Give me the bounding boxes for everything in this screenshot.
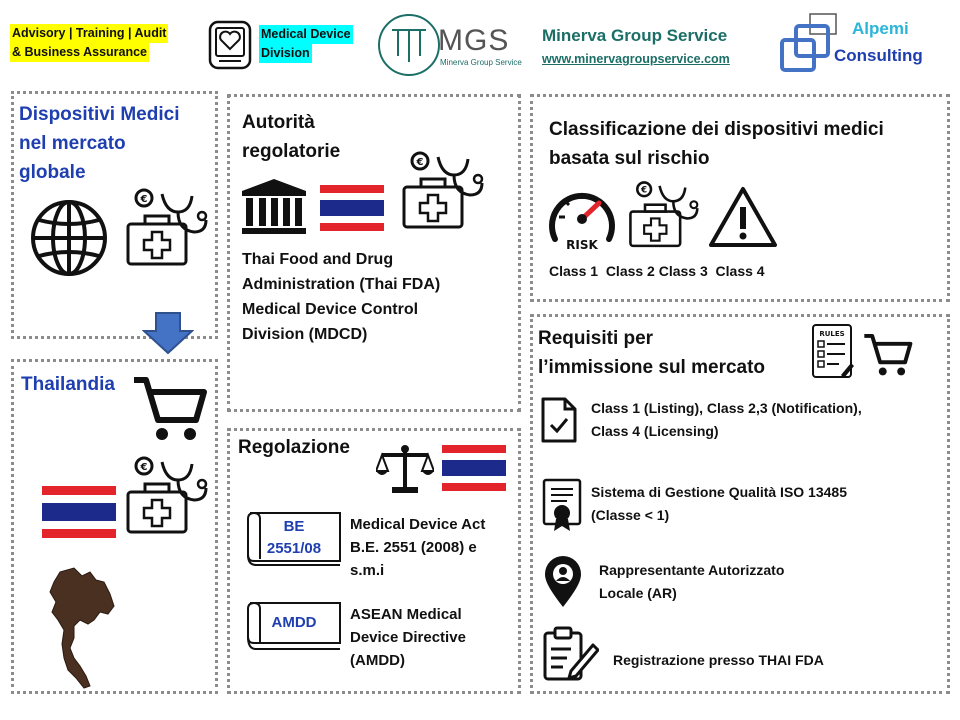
partner-line1: Alpemi [852,19,909,38]
logo-letters: MGS [438,24,510,57]
advisory-tag-line1: Advisory | Training | Audit [10,24,169,43]
authority-text-line3: Medical Device Control [242,301,419,318]
partner-line2: Consulting [834,46,923,65]
authority-title-line2: regolatorie [242,141,341,162]
medical-device-act-text: Medical Device Act B.E. 2551 (2008) e s.… [350,513,485,582]
be-scroll-line1: BE [283,518,305,535]
authority-text-line2: Administration (Thai FDA) [242,276,441,293]
req3-line1: Rappresentante Autorizzato [599,562,785,578]
svg-text:€: € [640,186,647,196]
mgs-logo: MGS Minerva Group Service [376,12,536,78]
shopping-cart-icon-2 [863,331,913,379]
company-name: Minerva Group Service [542,26,728,45]
risk-label: RISK [566,238,598,252]
global-title-line1: Dispositivi Medici [19,104,180,125]
alpemi-logo-icon [780,12,840,74]
medical-kit-icon-4: € [625,179,701,251]
medical-tag-line2: Division [259,44,312,63]
medical-device-icon [207,19,253,71]
act-line3: s.m.i [350,562,385,579]
authority-title-line1: Autorità [242,112,315,133]
medical-division-tag: Medical Device Division [259,25,353,63]
scales-icon [376,443,434,495]
global-title-line3: globale [19,162,86,183]
down-arrow-icon [142,311,194,355]
medical-kit-icon-3: € [398,149,486,233]
clipboard-edit-icon [541,625,599,683]
thailand-title: Thailandia [21,374,115,395]
rules-label: RULES [819,330,844,338]
svg-text:€: € [416,157,424,168]
req2-line2: (Classe < 1) [591,507,670,523]
amdd-scroll-label: AMDD [271,614,317,631]
req1-line1: Class 1 (Listing), Class 2,3 (Notificati… [591,400,862,416]
requirement-classes: Class 1 (Listing), Class 2,3 (Notificati… [591,397,862,443]
amdd-scroll: AMDD [244,599,344,653]
thailand-flag-icon [42,486,116,538]
asean-line1: ASEAN Medical [350,606,462,623]
requirements-panel: Requisiti per l’immissione sul mercato R… [530,314,950,694]
global-title-line2: nel mercato [19,133,126,154]
svg-text:€: € [140,194,148,205]
advisory-tag: Advisory | Training | Audit & Business A… [10,24,169,62]
svg-text:€: € [140,462,148,473]
certificate-icon [541,477,583,533]
authority-title: Autorità regolatorie [242,108,340,166]
risk-gauge-icon: RISK [547,185,617,253]
req3-line2: Locale (AR) [599,585,677,601]
global-market-panel: Dispositivi Medici nel mercato globale € [11,91,218,339]
logo-subtitle: Minerva Group Service [440,58,522,67]
medical-kit-icon: € [122,186,210,270]
be-scroll-line2: 2551/08 [266,540,322,557]
company-url[interactable]: www.minervagroupservice.com [542,52,730,66]
asean-line2: Device Directive [350,629,466,646]
authority-text-line4: Division (MDCD) [242,326,368,343]
act-line2: B.E. 2551 (2008) e [350,539,477,556]
regulation-title: Regolazione [238,437,350,458]
authority-panel: Autorità regolatorie € [227,94,521,412]
thailand-flag-icon-3 [442,445,506,491]
medical-kit-icon-2: € [122,454,210,538]
requirement-iso: Sistema di Gestione Qualità ISO 13485 (C… [591,481,847,527]
asean-directive-text: ASEAN Medical Device Directive (AMDD) [350,603,466,672]
rules-checklist-icon: RULES [811,323,855,381]
shopping-cart-icon [132,374,208,444]
asean-line3: (AMDD) [350,652,405,669]
classification-title: Classificazione dei dispositivi medici b… [549,115,884,173]
document-check-icon [539,395,579,445]
req2-line1: Sistema di Gestione Qualità ISO 13485 [591,484,847,500]
global-title: Dispositivi Medici nel mercato globale [19,100,179,187]
thailand-flag-icon-2 [320,185,384,231]
requirements-title: Requisiti per l’immissione sul mercato [538,324,765,382]
req1-line2: Class 4 (Licensing) [591,423,719,439]
be-2551-scroll: BE 2551/08 [244,509,344,569]
requirement-ar: Rappresentante Autorizzato Locale (AR) [599,559,784,605]
globe-icon [29,198,109,278]
act-line1: Medical Device Act [350,516,486,533]
location-pin-icon [543,555,583,609]
advisory-tag-line2: & Business Assurance [10,43,150,62]
classification-title-line2: basata sul rischio [549,148,710,169]
classification-title-line1: Classificazione dei dispositivi medici [549,119,884,140]
government-building-icon [240,177,308,235]
thailand-panel: Thailandia € [11,359,218,694]
warning-triangle-icon [707,185,779,249]
medical-tag-line1: Medical Device [259,25,353,44]
regulation-panel: Regolazione BE 2551/08 Medical [227,428,521,694]
risk-classes: Class 1 Class 2 Class 3 Class 4 [549,263,765,279]
thailand-map-icon [44,566,118,690]
requirement-registration: Registrazione presso THAI FDA [613,652,824,668]
authority-text: Thai Food and Drug Administration (Thai … [242,247,440,347]
classification-panel: Classificazione dei dispositivi medici b… [530,94,950,302]
authority-text-line1: Thai Food and Drug [242,251,394,268]
requirements-title-line1: Requisiti per [538,328,654,349]
requirements-title-line2: l’immissione sul mercato [538,357,766,378]
